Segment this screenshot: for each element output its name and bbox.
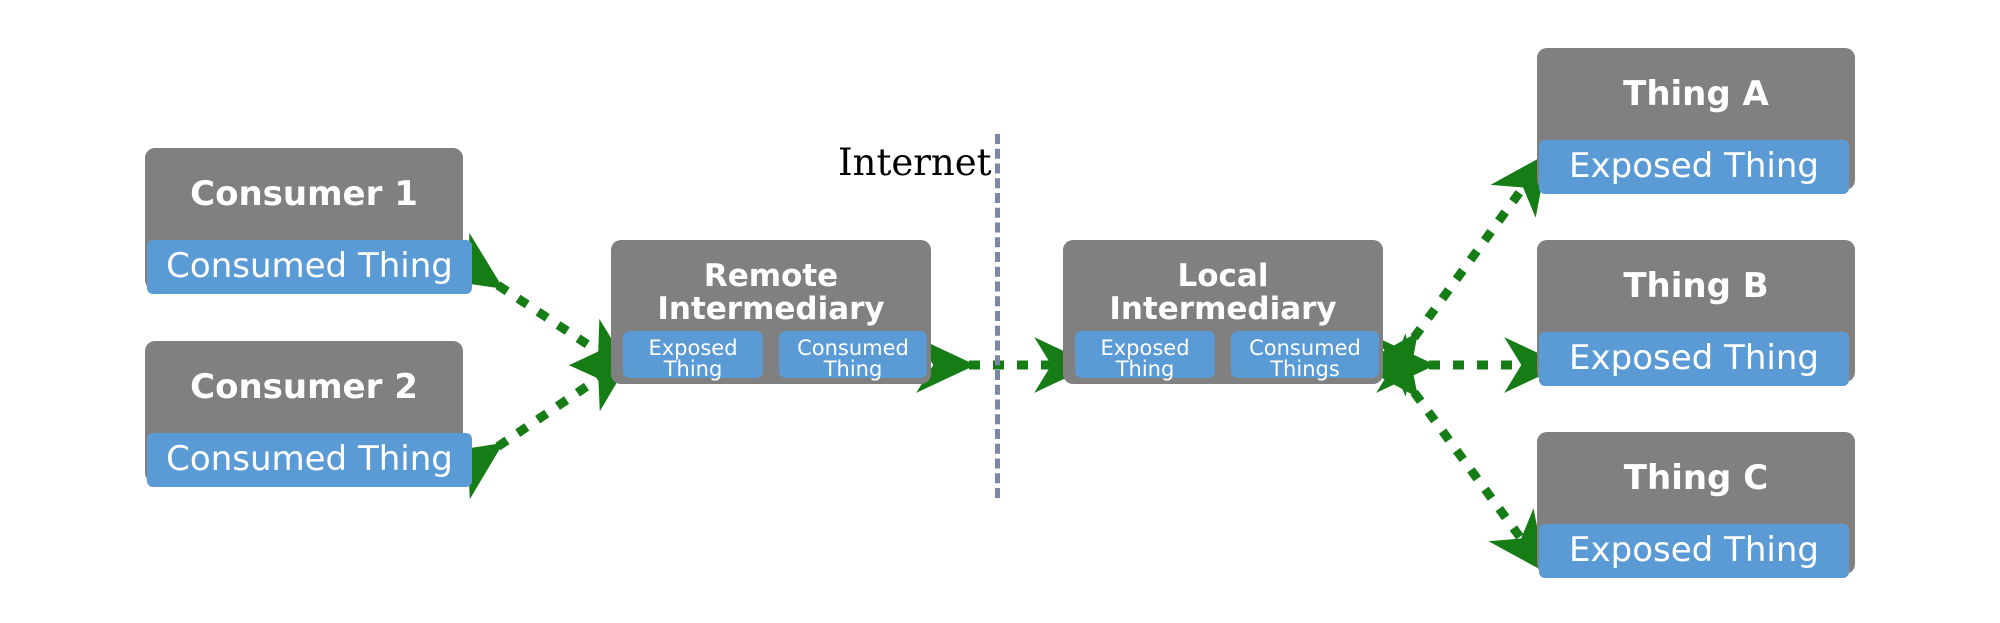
edge-local-thing-c <box>1360 333 1547 573</box>
node-thing-c[interactable]: Thing C Exposed Thing <box>1537 432 1855 578</box>
internet-divider-label: Internet <box>838 141 992 184</box>
node-thing-a[interactable]: Thing A Exposed Thing <box>1537 48 1855 194</box>
node-remote-intermediary[interactable]: Remote Intermediary Exposed Thing Consum… <box>611 240 931 384</box>
node-consumer-2-title: Consumer 2 <box>190 367 418 407</box>
node-remote-intermediary-slot-exposed-thing[interactable]: Exposed Thing <box>623 331 763 380</box>
node-thing-b-title: Thing B <box>1623 266 1769 306</box>
node-consumer-2-slot-consumed-thing[interactable]: Consumed Thing <box>147 433 472 487</box>
internet-divider-line <box>995 134 1000 498</box>
node-thing-a-slot-exposed-thing[interactable]: Exposed Thing <box>1539 140 1849 194</box>
node-local-intermediary[interactable]: Local Intermediary Exposed Thing Consume… <box>1063 240 1383 384</box>
node-thing-c-slot-exposed-thing[interactable]: Exposed Thing <box>1539 524 1849 578</box>
edge-consumer-2-remote <box>438 354 634 500</box>
node-local-intermediary-slot-consumed-things[interactable]: Consumed Things <box>1231 331 1379 380</box>
node-local-intermediary-title: Local Intermediary <box>1109 258 1337 328</box>
node-thing-b-slot-exposed-thing[interactable]: Exposed Thing <box>1539 332 1849 386</box>
node-consumer-1-title: Consumer 1 <box>190 174 418 214</box>
node-remote-intermediary-title: Remote Intermediary <box>657 258 885 328</box>
node-local-intermediary-slot-exposed-thing[interactable]: Exposed Thing <box>1075 331 1215 380</box>
node-thing-a-title: Thing A <box>1623 74 1769 114</box>
node-consumer-2[interactable]: Consumer 2 Consumed Thing <box>145 341 472 487</box>
node-thing-c-title: Thing C <box>1623 458 1769 498</box>
edge-consumer-1-remote <box>438 232 634 375</box>
node-consumer-1-slot-consumed-thing[interactable]: Consumed Thing <box>147 240 472 294</box>
node-thing-b[interactable]: Thing B Exposed Thing <box>1537 240 1855 386</box>
node-consumer-1[interactable]: Consumer 1 Consumed Thing <box>145 148 472 294</box>
edge-local-thing-a <box>1360 153 1548 397</box>
node-remote-intermediary-slot-consumed-thing[interactable]: Consumed Thing <box>779 331 927 380</box>
